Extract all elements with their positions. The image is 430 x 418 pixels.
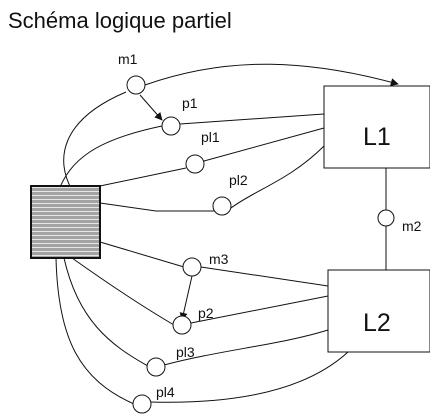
m2-node bbox=[377, 209, 395, 227]
wire-hub-m1 bbox=[63, 91, 127, 191]
pl3-label: pl3 bbox=[176, 344, 195, 360]
pl4-node bbox=[132, 394, 152, 414]
p2-node bbox=[172, 315, 192, 335]
wire-p1-l1 bbox=[179, 113, 325, 125]
wire-m3-l2 bbox=[200, 266, 329, 287]
wire-m3-p2 bbox=[179, 275, 193, 321]
l2-label: L2 bbox=[363, 309, 391, 337]
m1-label: m1 bbox=[118, 51, 138, 67]
p1-label: p1 bbox=[182, 95, 198, 111]
wire-m1-l1 bbox=[144, 63, 399, 86]
wire-hub-pl2 bbox=[99, 202, 214, 212]
pl2-node bbox=[212, 196, 232, 216]
pl4-label: pl4 bbox=[156, 384, 175, 400]
l1-box bbox=[323, 85, 430, 169]
wire-pl3-l2 bbox=[163, 329, 329, 366]
wire-pl1-l1 bbox=[203, 127, 325, 162]
p2-label: p2 bbox=[198, 305, 214, 321]
wire-hub-pl1 bbox=[99, 167, 187, 187]
pl3-node bbox=[146, 357, 166, 377]
wire-hub-m3 bbox=[99, 241, 185, 268]
hub-square bbox=[30, 185, 101, 259]
wire-hub-p2 bbox=[71, 257, 175, 326]
l1-label: L1 bbox=[363, 123, 391, 151]
m3-label: m3 bbox=[209, 251, 229, 267]
wire-hub-p1 bbox=[57, 125, 163, 193]
p1-node bbox=[161, 116, 181, 136]
pl1-label: pl1 bbox=[201, 129, 220, 145]
wire-hub-pl3 bbox=[63, 257, 149, 367]
m3-node bbox=[182, 257, 202, 277]
l2-box bbox=[327, 269, 430, 353]
wire-hub-pl4 bbox=[55, 257, 135, 405]
m2-label: m2 bbox=[402, 218, 422, 234]
wire-m1-p1 bbox=[139, 94, 163, 121]
pl2-label: pl2 bbox=[229, 172, 248, 188]
wire-p2-l2 bbox=[190, 295, 329, 324]
pl1-node bbox=[185, 154, 205, 174]
diagram-title: Schéma logique partiel bbox=[8, 8, 232, 33]
wire-pl4-l2 bbox=[149, 351, 349, 403]
wire-pl2-l1 bbox=[230, 145, 325, 209]
m1-node bbox=[126, 75, 146, 95]
